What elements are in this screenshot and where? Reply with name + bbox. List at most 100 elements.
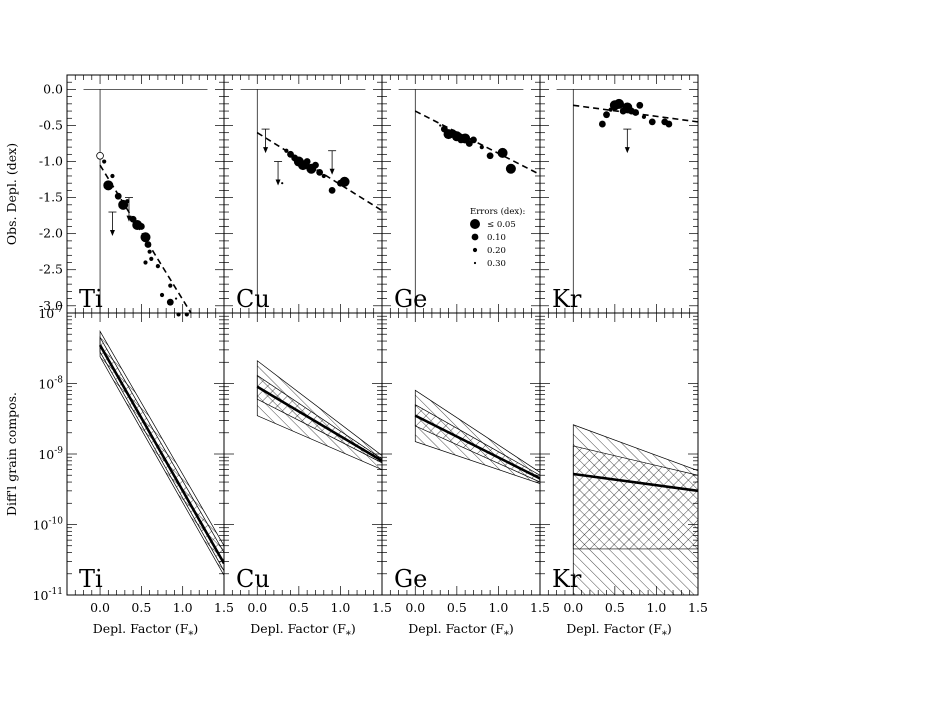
data-point	[168, 283, 173, 288]
y-tick-label: 10-11	[33, 587, 63, 603]
y-axis-label: Obs. Depl. (dex)	[4, 143, 19, 245]
legend-marker	[470, 219, 480, 229]
panel-frame	[66, 312, 225, 596]
y-tick-label: 10-8	[38, 376, 63, 392]
x-axis-label-part: )	[667, 621, 672, 636]
data-point	[505, 163, 516, 174]
legend-label: ≤ 0.05	[487, 220, 516, 230]
data-point	[648, 118, 656, 126]
x-axis-label-part: *	[346, 630, 351, 641]
x-axis-label-part: *	[504, 630, 509, 641]
panel-element-label: Kr	[552, 565, 582, 593]
x-axis-label-part: *	[188, 630, 193, 641]
data-point	[114, 192, 122, 200]
y-tick-label: -2.5	[39, 262, 63, 277]
x-axis-label-part: )	[193, 621, 198, 636]
data-point	[102, 159, 107, 164]
data-point	[96, 151, 104, 160]
data-point	[125, 199, 130, 204]
data-point	[598, 120, 606, 128]
y-tick-label-part: -10	[49, 517, 64, 527]
x-tick-label: 0.0	[247, 600, 267, 615]
data-point	[665, 120, 673, 128]
y-tick-label: -3.0	[39, 298, 63, 313]
top-panel-kr: Kr	[539, 74, 699, 314]
data-point	[149, 256, 154, 262]
data-point	[155, 264, 160, 269]
x-tick-label: 0.5	[447, 600, 467, 615]
legend-marker	[472, 247, 478, 253]
panel-element-label: Ge	[394, 285, 427, 313]
legend-marker	[471, 233, 479, 241]
y-tick-label-part: 10	[38, 447, 54, 462]
data-point	[339, 176, 350, 187]
central-fit-line	[98, 344, 224, 565]
panel-element-label: Cu	[236, 285, 270, 313]
legend-title: Errors (dex):	[470, 206, 525, 217]
x-tick-label: 0.5	[131, 600, 151, 615]
panel-element-label: Ge	[394, 565, 427, 593]
x-axis-label-part: Depl. Factor (F	[250, 621, 346, 636]
upper-limit-arrow	[624, 147, 630, 154]
x-axis-label: Depl. Factor (F*)	[250, 621, 356, 641]
data-point	[632, 109, 640, 116]
x-axis-label-part: )	[351, 621, 356, 636]
data-point	[144, 241, 152, 248]
y-tick-label: 0.0	[43, 81, 63, 96]
x-axis-label-part: Depl. Factor (F	[408, 621, 504, 636]
panel-element-label: Ti	[79, 285, 103, 313]
data-point	[603, 111, 610, 119]
data-point	[284, 148, 289, 153]
y-tick-label-part: -11	[49, 587, 64, 597]
y-tick-label: -1.5	[39, 190, 63, 205]
x-axis-label-part: )	[509, 621, 514, 636]
legend-marker	[473, 261, 477, 265]
x-axis-label: Depl. Factor (F*)	[408, 621, 514, 641]
data-point	[328, 186, 336, 194]
y-tick-label-part: 10	[38, 377, 54, 392]
x-axis-label-part: Depl. Factor (F	[566, 621, 662, 636]
legend-label: 0.30	[487, 259, 506, 269]
data-point	[140, 232, 151, 243]
y-tick-label-part: 10	[38, 306, 54, 321]
data-point	[281, 182, 284, 185]
x-axis-label: Depl. Factor (F*)	[93, 621, 199, 641]
x-tick-label: 1.5	[688, 600, 708, 615]
data-point	[137, 223, 145, 230]
data-point	[479, 145, 484, 150]
upper-limit-arrow	[126, 215, 132, 222]
y-tick-label-part: 10	[33, 588, 49, 603]
data-point	[147, 249, 152, 254]
upper-limit-arrow	[329, 168, 335, 175]
y-tick-label: -0.5	[39, 117, 63, 132]
panel-element-label: Cu	[236, 565, 270, 593]
data-point	[174, 297, 178, 300]
x-tick-label: 1.5	[530, 600, 550, 615]
x-axis-label-part: *	[662, 630, 667, 641]
data-point	[486, 152, 494, 160]
x-tick-label: 1.5	[214, 600, 234, 615]
x-axis-label: Depl. Factor (F*)	[566, 621, 672, 641]
y-tick-label: -1.0	[39, 154, 63, 169]
x-tick-label: 0.5	[605, 600, 625, 615]
data-point	[316, 168, 324, 176]
x-tick-label: 1.0	[330, 600, 350, 615]
uncertainty-band-inner	[572, 445, 698, 550]
data-point	[103, 180, 114, 191]
y-tick-label: 10-10	[33, 517, 64, 533]
data-point	[159, 292, 165, 298]
y-tick-label-part: 10	[33, 518, 49, 533]
y-tick-label: 10-9	[38, 446, 63, 462]
y-axis-label: Diff'l grain compos.	[4, 392, 19, 516]
data-point	[497, 147, 508, 158]
data-point	[321, 173, 326, 179]
y-tick-label-part: -7	[54, 305, 63, 315]
data-point	[641, 114, 647, 119]
